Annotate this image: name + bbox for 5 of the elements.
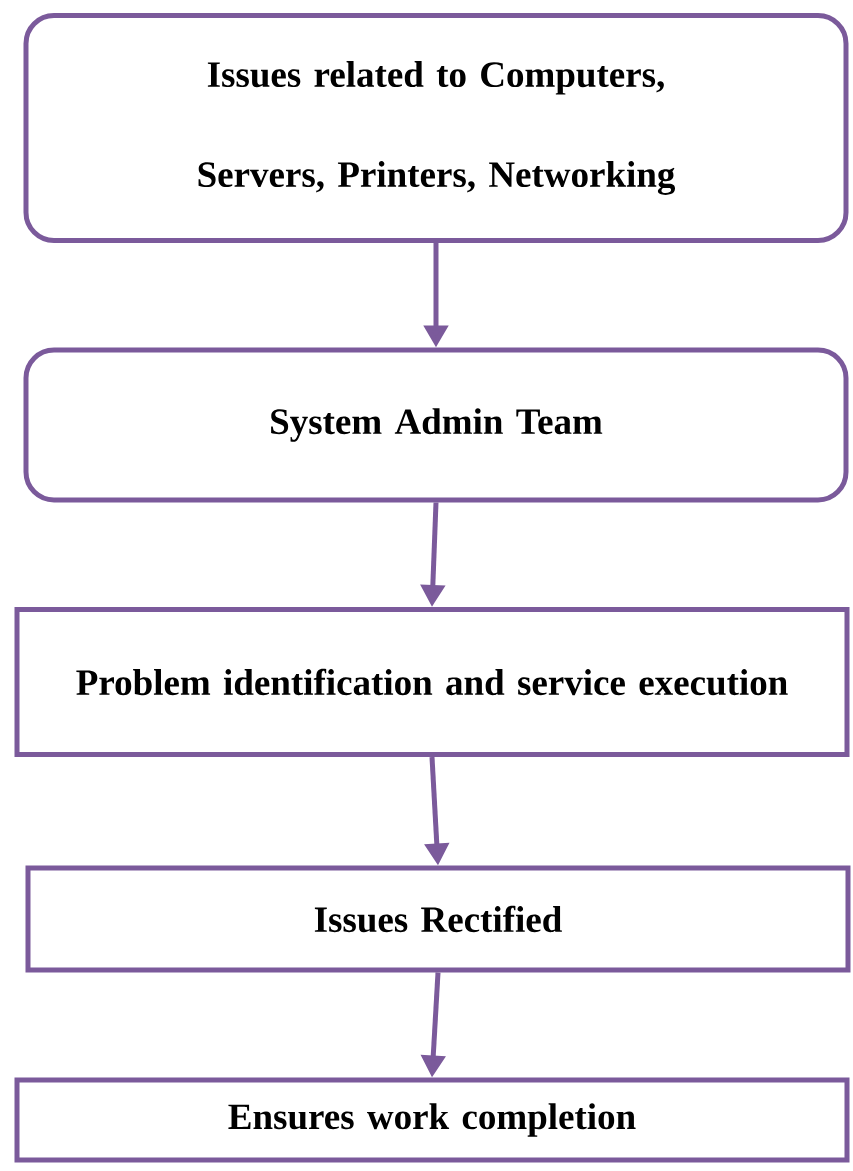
process-box: Problem identification and service execution <box>14 607 850 757</box>
process-box: Ensures work completion <box>14 1077 850 1163</box>
process-box: Issues Rectified <box>25 865 851 973</box>
rounded-box: Issues related to Computers, Servers, Printers, Networking <box>23 13 849 243</box>
rounded-box: System Admin Team <box>23 347 849 503</box>
